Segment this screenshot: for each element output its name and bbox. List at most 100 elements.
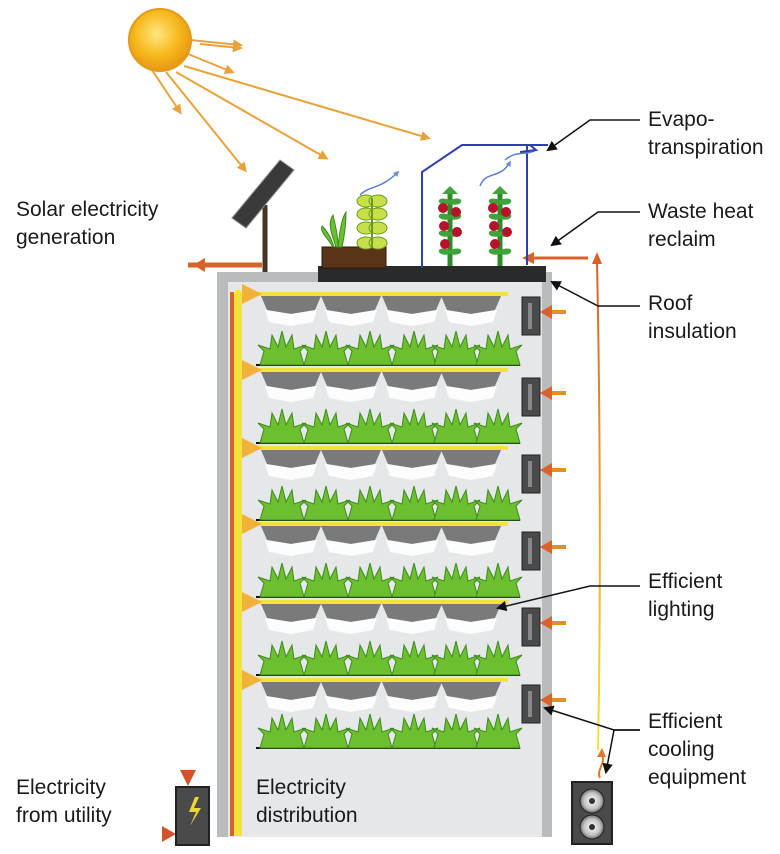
label-line: Evapo- [648,108,715,131]
light-rail [246,292,508,296]
plant [473,640,523,676]
light-glow [445,618,497,634]
cooler-vent [528,538,532,564]
roof-slab [318,266,546,282]
grow-light [382,526,442,544]
light-glow [265,540,317,556]
power-arrow [242,514,262,534]
tomato-leaf [438,213,450,220]
grow-light [382,682,442,700]
light-rail [246,600,508,604]
label-line: distribution [256,804,358,827]
grow-light [261,526,321,544]
plant [389,713,439,749]
light-rail [246,678,508,682]
plant [473,485,523,521]
label-waste-heat: Waste heat reclaim [648,198,753,254]
light-rail [246,522,508,526]
plant [473,713,523,749]
sun-ray [189,39,243,50]
light-glow [445,464,497,480]
light-rail [246,368,508,372]
plant [345,330,395,366]
power-arrow [242,360,262,380]
tomato-fruit [439,221,449,231]
tomato-fruit [502,227,512,237]
tomato-leaf [438,230,450,237]
plant [301,713,351,749]
plant [389,330,439,366]
sun-ray [183,65,431,141]
tomato-top [492,186,508,194]
light-glow [325,696,377,712]
heat-arrowhead [540,616,552,630]
tomato-leaf [488,248,500,255]
tomato-leaf [450,198,462,205]
plant [257,408,307,444]
plant [431,485,481,521]
light-glow [325,464,377,480]
plant [389,640,439,676]
plant [389,408,439,444]
plant [431,640,481,676]
label-line: reclaim [648,228,716,251]
grow-light [321,296,381,314]
sun-icon [128,8,431,173]
grow-light [321,450,381,468]
lettuce-leaf [368,194,388,208]
sun-ray [165,71,247,173]
tomato-fruit [490,239,500,249]
plant [345,640,395,676]
lettuce-leaf [368,221,388,235]
light-glow [325,310,377,326]
cooler-vent [528,461,532,487]
label-roof-insulation: Roof insulation [648,290,737,346]
grow-light [441,526,501,544]
light-glow [265,386,317,402]
plant [301,562,351,598]
label-evapotranspiration: Evapo- transpiration [648,106,764,162]
plant [345,485,395,521]
wall-cooler [521,296,566,336]
label-line: Efficient [648,710,723,733]
tomato-leaf [488,230,500,237]
plant [257,485,307,521]
label-efficient-cooling: Efficient cooling equipment [648,708,746,792]
plant [257,330,307,366]
grow-light [382,372,442,390]
label-line: insulation [648,320,737,343]
plant [345,713,395,749]
label-solar-generation: Solar electricity generation [16,196,158,252]
grow-light [382,296,442,314]
cooler-vent [528,691,532,717]
light-glow [386,540,438,556]
wall-cooler [521,607,566,647]
tomato-leaf [500,248,512,255]
tomato-fruit [438,203,448,213]
light-glow [386,310,438,326]
heat-arrowhead [540,463,552,477]
grow-light [441,450,501,468]
label-line: lighting [648,598,715,621]
shelf-level [242,438,508,480]
grow-light [382,604,442,622]
light-glow [445,386,497,402]
grow-light [321,526,381,544]
plant [431,330,481,366]
sun-ray [199,42,243,53]
light-glow [265,310,317,326]
light-glow [445,540,497,556]
light-rail [246,446,508,450]
plant [301,408,351,444]
grow-shelves [242,284,523,749]
plant [473,330,523,366]
plant [431,408,481,444]
tomato-leaf [488,198,500,205]
light-glow [325,540,377,556]
tomato-leaf [500,198,512,205]
heat-arrowhead [540,305,552,319]
sun-ray [175,71,329,160]
rooftop-garden [321,144,548,269]
tomato-top [442,186,458,194]
